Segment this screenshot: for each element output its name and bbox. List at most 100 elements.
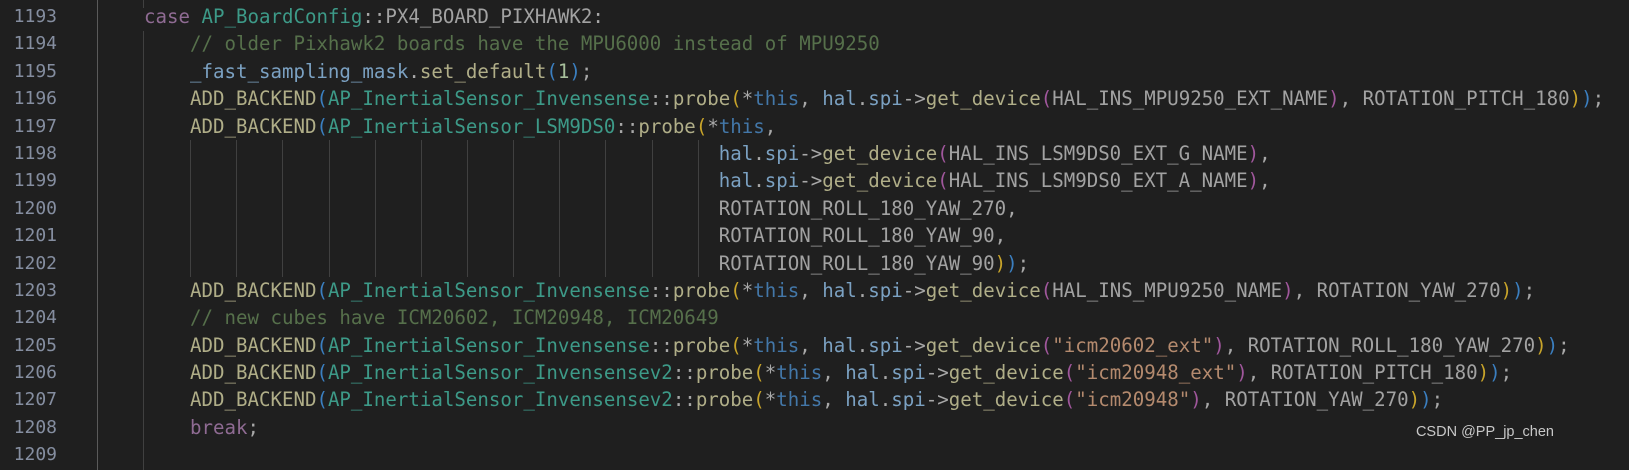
- code-token: ,: [799, 87, 823, 111]
- code-token: [144, 142, 719, 165]
- code-token: spi: [764, 169, 800, 193]
- code-token: [144, 388, 190, 411]
- code-line[interactable]: ADD_BACKEND(AP_InertialSensor_Invensense…: [144, 359, 1604, 386]
- code-token: ROTATION_PITCH_180: [1362, 87, 1570, 111]
- code-line[interactable]: // new cubes have ICM20602, ICM20948, IC…: [144, 304, 1604, 331]
- line-number: 1207: [13, 389, 57, 411]
- line-number: 1194: [13, 33, 57, 55]
- code-token: ): [1408, 388, 1421, 412]
- code-token: ADD_BACKEND: [189, 278, 317, 302]
- code-token: hal: [718, 169, 754, 193]
- code-token: this: [776, 388, 823, 412]
- code-token: ->: [799, 141, 823, 165]
- indent-guide: [467, 140, 468, 277]
- code-line[interactable]: // older Pixhawk2 boards have the MPU600…: [144, 30, 1604, 57]
- indent-guide: [282, 140, 283, 277]
- code-token: [144, 252, 719, 275]
- code-token: (: [753, 388, 765, 412]
- code-token: ADD_BACKEND: [189, 361, 317, 385]
- code-token: set_default: [419, 59, 547, 83]
- code-token: ;: [1523, 278, 1536, 302]
- code-token: (: [730, 333, 742, 357]
- code-token: ): [1006, 251, 1018, 275]
- code-token: _fast_sampling_mask: [189, 59, 409, 83]
- code-line[interactable]: break;: [144, 414, 1604, 441]
- code-token: [144, 416, 190, 439]
- code-line[interactable]: [144, 441, 1604, 468]
- code-token: ,: [822, 361, 846, 385]
- code-line[interactable]: ADD_BACKEND(AP_InertialSensor_LSM9DS0::p…: [144, 113, 1604, 140]
- line-number: 1202: [13, 252, 57, 274]
- line-number: 1203: [13, 279, 57, 301]
- line-number: 1204: [13, 307, 57, 329]
- code-token: ): [1581, 87, 1593, 111]
- code-token: ): [1546, 333, 1559, 357]
- code-token: spi: [868, 333, 903, 357]
- code-token: AP_InertialSensor_LSM9DS0: [327, 114, 616, 138]
- code-token: ): [569, 59, 581, 83]
- code-token: ,: [1293, 278, 1317, 302]
- code-line[interactable]: _fast_sampling_mask.set_default(1);: [144, 58, 1604, 85]
- code-token: ADD_BACKEND: [189, 114, 317, 138]
- code-token: ->: [902, 333, 926, 357]
- code-token: ,: [1259, 169, 1271, 193]
- line-number: 1199: [13, 170, 57, 192]
- indent-guide: [329, 140, 330, 277]
- indent-guide: [236, 140, 237, 277]
- line-number: 1209: [13, 444, 57, 466]
- code-token: ,: [799, 333, 823, 357]
- code-token: ,: [1259, 141, 1271, 165]
- code-token: // new cubes have ICM20602, ICM20948, IC…: [189, 306, 719, 330]
- code-token: get_device: [822, 169, 938, 193]
- line-number: 1201: [13, 225, 57, 247]
- code-token: ->: [925, 361, 949, 385]
- line-number: 1208: [13, 416, 57, 438]
- code-token: ;: [1592, 87, 1605, 111]
- code-token: AP_InertialSensor_Invensense: [327, 333, 650, 357]
- indent-guide: [605, 140, 606, 277]
- code-token: .: [879, 388, 892, 412]
- code-token: ,: [1339, 87, 1363, 111]
- code-token: [144, 334, 190, 357]
- code-line[interactable]: ROTATION_ROLL_180_YAW_90,: [144, 222, 1604, 249]
- code-line[interactable]: hal.spi->get_device(HAL_INS_LSM9DS0_EXT_…: [144, 140, 1604, 167]
- code-line[interactable]: case AP_BoardConfig::PX4_BOARD_PIXHAWK2:: [144, 3, 1604, 30]
- code-area[interactable]: case AP_BoardConfig::PX4_BOARD_PIXHAWK2:…: [144, 3, 1604, 469]
- code-token: (: [1040, 278, 1053, 302]
- code-token: .: [856, 333, 869, 357]
- code-token: ): [994, 251, 1007, 275]
- code-token: ): [1247, 141, 1260, 165]
- code-line[interactable]: ADD_BACKEND(AP_InertialSensor_Invensense…: [144, 85, 1604, 112]
- code-line[interactable]: ADD_BACKEND(AP_InertialSensor_Invensense…: [144, 277, 1604, 304]
- code-line[interactable]: hal.spi->get_device(HAL_INS_LSM9DS0_EXT_…: [144, 167, 1604, 194]
- code-token: ->: [902, 278, 926, 302]
- code-token: ;: [580, 59, 593, 83]
- code-line[interactable]: ROTATION_ROLL_180_YAW_90));: [144, 250, 1604, 277]
- code-line[interactable]: ROTATION_ROLL_180_YAW_270,: [144, 195, 1604, 222]
- code-token: [144, 32, 190, 55]
- code-token: ::: [672, 388, 696, 412]
- code-token: *: [741, 333, 754, 357]
- code-token: hal: [822, 333, 857, 357]
- code-line[interactable]: ADD_BACKEND(AP_InertialSensor_Invensense…: [144, 332, 1604, 359]
- code-token: spi: [891, 388, 926, 412]
- code-token: this: [753, 87, 800, 111]
- code-token: PX4_BOARD_PIXHAWK2: [385, 5, 593, 28]
- code-token: ADD_BACKEND: [189, 388, 317, 412]
- code-token: *: [764, 388, 777, 412]
- code-token: [144, 87, 190, 110]
- code-token: ): [1282, 278, 1294, 302]
- code-token: ;: [1558, 333, 1570, 357]
- code-line[interactable]: ADD_BACKEND(AP_InertialSensor_Invensense…: [144, 386, 1604, 413]
- code-token: this: [753, 278, 800, 302]
- code-token: ROTATION_ROLL_180_YAW_270: [1247, 333, 1536, 357]
- code-token: ->: [902, 87, 926, 111]
- code-token: spi: [764, 141, 800, 165]
- code-token: HAL_INS_LSM9DS0_EXT_G_NAME: [948, 141, 1248, 165]
- code-token: AP_InertialSensor_Invensensev2: [327, 361, 673, 385]
- code-token: ::: [649, 278, 673, 302]
- code-token: ROTATION_ROLL_180_YAW_90: [718, 224, 995, 248]
- code-token: ,: [764, 114, 777, 138]
- code-token: HAL_INS_MPU9250_EXT_NAME: [1052, 87, 1329, 111]
